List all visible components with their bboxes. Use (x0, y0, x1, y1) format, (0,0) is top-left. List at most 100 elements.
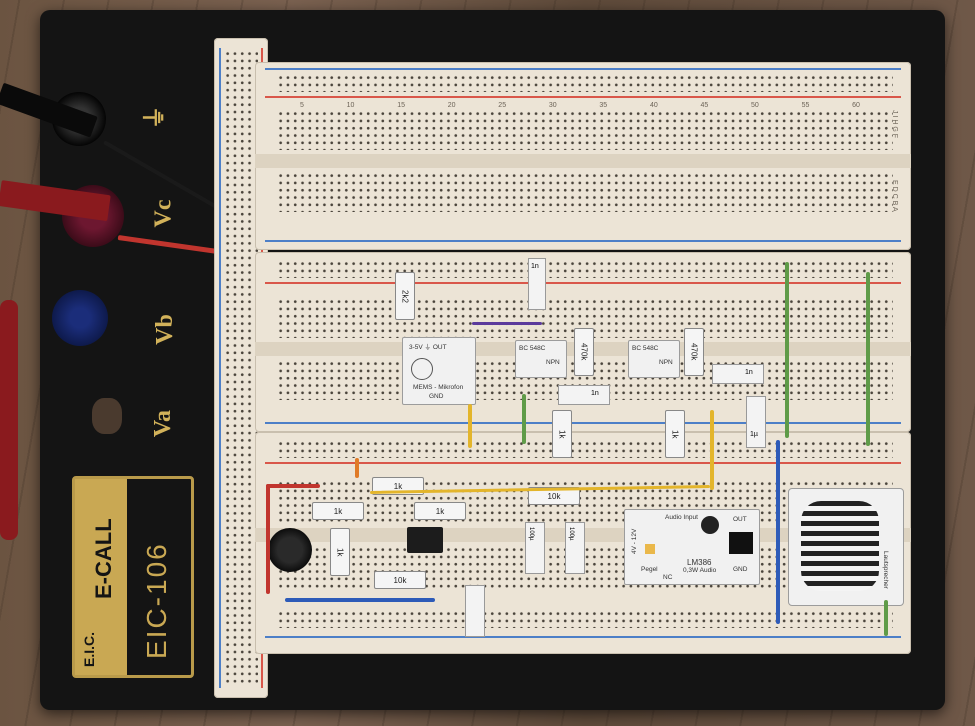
red-wire[interactable] (266, 484, 270, 594)
transistor-label: BC 548C (519, 345, 546, 352)
ground-symbol-label: ⏚ (142, 105, 169, 130)
orange-wire[interactable] (355, 458, 359, 478)
resistor-10k-b[interactable]: 10k (374, 571, 426, 589)
resistor-1k-a[interactable]: 1k (552, 410, 572, 458)
cap-label: 100µ (568, 527, 574, 541)
rail-line-red (265, 282, 901, 284)
resistor-470k-a[interactable]: 470k (574, 328, 594, 376)
purple-wire[interactable] (472, 322, 542, 325)
column-number: 5 (300, 102, 304, 109)
column-number: 55 (801, 102, 810, 109)
capacitor-1u[interactable]: 1µ (746, 396, 766, 448)
va-binding-post[interactable] (52, 290, 108, 346)
transistor-module-1[interactable]: BC 548C NPN (515, 340, 567, 378)
yellow-wire[interactable] (710, 410, 714, 490)
rail-line-blue (219, 48, 221, 688)
row-letters-bottom: E D C B A (891, 180, 898, 212)
column-number: 40 (649, 102, 658, 109)
mems-microphone-module[interactable]: 3-5V ⏚ OUT MEMS - Mikrofon GND (402, 337, 476, 405)
resistor-1k-b[interactable]: 1k (665, 410, 685, 458)
column-number: 45 (700, 102, 709, 109)
rail-holes (224, 50, 258, 686)
capacitor-100u-a[interactable]: 100µ (525, 522, 545, 574)
amp-terminal-block (729, 532, 753, 554)
rail-line-blue (265, 240, 901, 242)
blue-wire[interactable] (776, 440, 780, 624)
mic-top-label: 3-5V ⏚ OUT (409, 344, 447, 351)
model-number: EIC-106 (141, 542, 172, 659)
center-channel (255, 154, 911, 168)
capacitor-1n-b[interactable]: 1n (558, 385, 610, 405)
green-wire[interactable] (785, 262, 789, 438)
mic-gnd: GND (429, 393, 444, 400)
amp-title: LM386 (687, 558, 712, 567)
rail-line-red (265, 96, 901, 98)
mount-hole (92, 398, 122, 434)
blue-wire[interactable] (285, 598, 435, 602)
amp-electrolytic-cap (701, 516, 719, 534)
amp-out: OUT (733, 516, 747, 523)
transistor-module-2[interactable]: BC 548C NPN (628, 340, 680, 378)
column-number: 20 (447, 102, 456, 109)
resistor-1k-f[interactable]: 1k (330, 528, 350, 576)
breadboard-top (255, 62, 911, 250)
capacitor-1n-a[interactable]: 1n (528, 258, 546, 310)
lm386-amplifier-module[interactable]: 4V - 12V Audio Input OUT LM386 0,3W Audi… (624, 509, 760, 585)
resistor-1k-d[interactable]: 1k (312, 502, 364, 520)
rail-holes (277, 260, 893, 278)
transistor-type: NPN (546, 359, 560, 366)
column-number: 50 (751, 102, 759, 109)
rail-line-blue (265, 68, 901, 70)
amp-nc: NC (663, 574, 673, 581)
resistor-1k-e[interactable]: 1k (414, 502, 466, 520)
green-wire[interactable] (522, 394, 526, 444)
capacitor-bottom[interactable] (465, 585, 485, 637)
ic-chip[interactable] (407, 527, 443, 553)
column-number: 15 (397, 102, 405, 109)
speaker-label: Lautsprecher (882, 551, 889, 589)
column-number: 30 (548, 102, 557, 109)
speaker-module[interactable]: Lautsprecher (788, 488, 904, 606)
cap-label: 100µ (528, 527, 534, 541)
va-label: Va (150, 409, 177, 438)
capacitor-100u-b[interactable]: 100µ (565, 522, 585, 574)
column-number: 25 (498, 102, 507, 109)
cap-label: 1n (745, 369, 753, 376)
red-lead-cable (0, 300, 18, 540)
rail-holes (277, 610, 893, 628)
column-number-row: 5 10 15 20 25 30 35 40 45 50 55 60 (300, 102, 860, 109)
green-wire[interactable] (866, 272, 870, 446)
rail-line-blue (265, 422, 901, 424)
transistor-label: BC 548C (632, 345, 659, 352)
amp-led (645, 544, 655, 554)
cap-label: 1n (531, 263, 539, 270)
mic-name: MEMS - Mikrofon (413, 384, 464, 391)
vc-label: Vc (150, 199, 177, 228)
rail-line-blue (265, 636, 901, 638)
row-letters-top: J I H G F (891, 110, 898, 138)
yellow-wire[interactable] (468, 404, 472, 448)
resistor-2k2[interactable]: 2k2 (395, 272, 415, 320)
resistor-470k-b[interactable]: 470k (684, 328, 704, 376)
potentiometer-knob[interactable] (268, 528, 312, 572)
cap-label: 1µ (750, 431, 758, 438)
amp-subtitle: 0,3W Audio (683, 567, 717, 574)
terminal-holes (277, 172, 893, 212)
green-wire[interactable] (884, 600, 888, 636)
capacitor-1n-c[interactable]: 1n (712, 364, 764, 384)
column-number: 60 (852, 102, 860, 109)
vb-label: Vb (151, 314, 178, 345)
brand-name: E-CALL (91, 518, 116, 599)
transistor-type: NPN (659, 359, 673, 366)
amp-gnd: GND (733, 566, 748, 573)
amp-pegel: Pegel (641, 566, 658, 573)
column-number: 35 (599, 102, 608, 109)
cap-label: 1n (591, 390, 599, 397)
column-number: 10 (346, 102, 355, 109)
speaker-grille (801, 501, 879, 591)
red-wire[interactable] (266, 484, 320, 488)
rail-holes (277, 440, 893, 458)
rail-holes (277, 74, 893, 92)
brand-logo-mark: E.I.C. (81, 631, 97, 667)
amp-supply: 4V - 12V (631, 528, 638, 554)
